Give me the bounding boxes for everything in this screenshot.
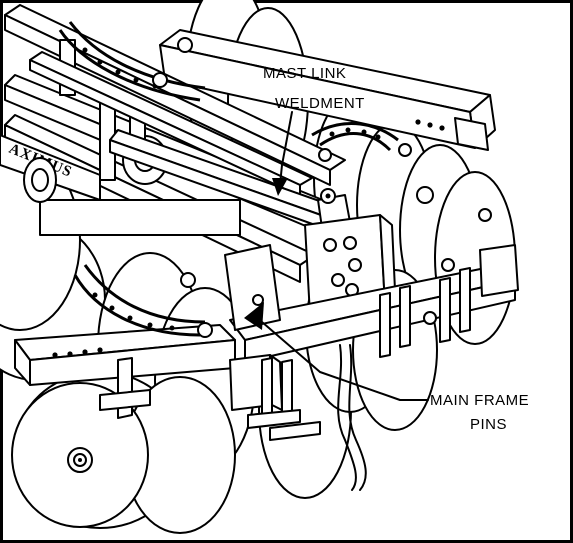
main-frame-label-line1: MAIN FRAME [430, 392, 529, 409]
mast-link-label-line1: MAST LINK [263, 65, 346, 82]
main-frame-arrowhead [244, 302, 264, 330]
gang-adjustment-arcs [58, 21, 434, 338]
hitch-mast-assembly [224, 208, 519, 491]
mast-link-weldment [29, 51, 351, 233]
main-frame-label-line2: PINS [470, 416, 507, 433]
callout-mast-link: MAST LINK WELDMENT [263, 65, 365, 196]
mast-link-arrowhead [272, 178, 288, 196]
callout-main-frame-pins: MAIN FRAME PINS [244, 302, 529, 433]
mast-link-label-line2: WELDMENT [275, 95, 365, 112]
rear-gang-bar [159, 29, 496, 151]
